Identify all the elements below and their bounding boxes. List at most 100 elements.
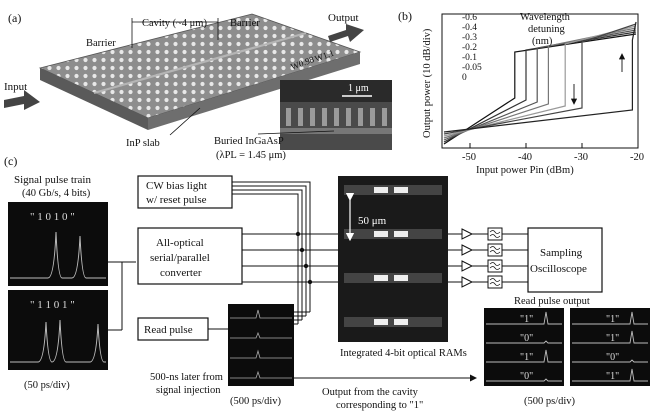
signal-scope-1: [8, 202, 108, 286]
output-trace: [486, 349, 562, 363]
output-bit-label: "0": [520, 333, 533, 344]
pulse-trace-2: [10, 319, 106, 363]
filter-box: [487, 275, 503, 289]
input-label: Input: [4, 81, 27, 93]
filter-icon: [489, 278, 501, 286]
read-pulse-label: Read pulse: [144, 324, 193, 336]
output-trace: [572, 368, 648, 382]
ram-cavity-left: [374, 231, 388, 237]
output-trace: [572, 359, 648, 363]
detuning-value: -0.05: [462, 63, 482, 73]
ram-waveguide: [344, 185, 442, 195]
x-tick-label: -40: [518, 152, 532, 163]
output-bit-label: "0": [520, 371, 533, 382]
waveguide-line: [93, 31, 307, 95]
detuning-value: -0.6: [462, 13, 477, 23]
ram-cavity-right: [394, 275, 408, 281]
output-trace: [486, 340, 562, 344]
x-tick-label: -50: [462, 152, 476, 163]
output-note2: corresponding to "1": [336, 400, 423, 411]
curve-detuning-0: [443, 33, 637, 145]
read-output-title: Read pulse output: [514, 296, 590, 307]
output-bit-label: "1": [606, 314, 619, 325]
amplifier-triangle: [461, 276, 474, 288]
detuning-value: -0.4: [462, 23, 477, 33]
conv-line1: All-optical: [156, 237, 204, 249]
x-ticks: -50-40-30-20: [462, 143, 644, 163]
ram-waveguide: [344, 317, 442, 327]
barrier-left-label: Barrier: [86, 38, 116, 49]
converter-box: [137, 227, 243, 285]
output-trace: [572, 330, 648, 344]
ram-waveguide: [344, 229, 442, 239]
output-bit-label: "1": [520, 352, 533, 363]
panel-b: (b) -50-40-30-20 -0.6-0.4-0.3-0.2-0.1-0.…: [398, 9, 644, 176]
slab-side: [40, 68, 148, 130]
ram-cavity-right: [394, 231, 408, 237]
detuning-value: 0: [462, 73, 467, 83]
word-1101: " 1 1 0 1 ": [30, 299, 75, 311]
ram-cavity-right: [394, 187, 408, 193]
ram-cavity-left: [374, 187, 388, 193]
panel-a: (a) Cavity (~4 μm) Barrier Barrier Input…: [4, 11, 392, 161]
output-bit-label: "1": [606, 371, 619, 382]
filter-icon: [489, 246, 501, 254]
amplifier-triangle: [461, 260, 474, 272]
output-bit-label: "1": [520, 314, 533, 325]
output-bit-label: "0": [606, 352, 619, 363]
input-arrow: [4, 90, 40, 110]
detuning-value: -0.3: [462, 33, 477, 43]
cw-bundle: [232, 181, 311, 224]
curve-detuning-1: [443, 31, 637, 143]
inp-slab-label: InP slab: [126, 138, 160, 149]
output-arrow: [328, 24, 364, 42]
y-axis-label: Output power (10 dB/div): [422, 28, 433, 138]
ram-caption: Integrated 4-bit optical RAMs: [340, 348, 467, 359]
output-note1: Output from the cavity: [322, 387, 419, 398]
right-scale-label: (500 ps/div): [524, 396, 576, 407]
amplifier-triangle: [461, 244, 474, 256]
panel-a-label: (a): [8, 11, 21, 25]
output-trace: [486, 311, 562, 325]
detuning-legend: -0.6-0.4-0.3-0.2-0.1-0.050: [462, 13, 482, 83]
output-left-traces: "1" "0" "1" "0": [486, 311, 562, 382]
cw-line1: CW bias light: [146, 180, 207, 192]
later-line1: 500-ns later from: [150, 372, 223, 383]
sampling-oscilloscope-box: [527, 227, 603, 293]
output-bit-label: "1": [606, 333, 619, 344]
left-scale-label: (50 ps/div): [24, 380, 70, 391]
filter-box: [487, 259, 503, 273]
ram-cells: [344, 185, 442, 327]
filter-icon: [489, 230, 501, 238]
amplifier-triangle: [461, 228, 474, 240]
panel-c-label: (c): [4, 154, 17, 168]
filter-box: [487, 227, 503, 241]
output-rows: [448, 227, 528, 289]
sem-slab-layer: [280, 128, 392, 134]
x-tick-label: -30: [574, 152, 588, 163]
curve-detuning-4: [443, 25, 637, 137]
ram-cavity-left: [374, 275, 388, 281]
buried-label: Buried InGaAsP: [214, 136, 284, 147]
output-right-traces: "1" "1" "0" "1": [572, 311, 648, 382]
hysteresis-curves: [443, 21, 637, 145]
sem-inset-top: [280, 80, 392, 102]
junction-dots: [295, 231, 313, 285]
curve-detuning-5: [443, 23, 637, 135]
output-trace: [486, 378, 562, 382]
x-axis-label: Input power Pin (dBm): [476, 165, 574, 176]
scale-50um: 50 μm: [358, 215, 387, 227]
slab-front: [148, 52, 360, 130]
signal-title: Signal pulse train: [14, 174, 91, 186]
conv-line2: serial/parallel: [150, 252, 210, 264]
ram-cavity-right: [394, 319, 408, 325]
panel-b-label: (b): [398, 9, 412, 23]
filter-icon: [489, 262, 501, 270]
mid-scale-label: (500 ps/div): [230, 396, 282, 407]
legend-unit: (nm): [532, 36, 553, 47]
cavity-label: Cavity (~4 μm): [142, 18, 207, 29]
sem-pillars: [286, 108, 387, 126]
output-trace: [572, 311, 648, 325]
output-label: Output: [328, 12, 359, 24]
